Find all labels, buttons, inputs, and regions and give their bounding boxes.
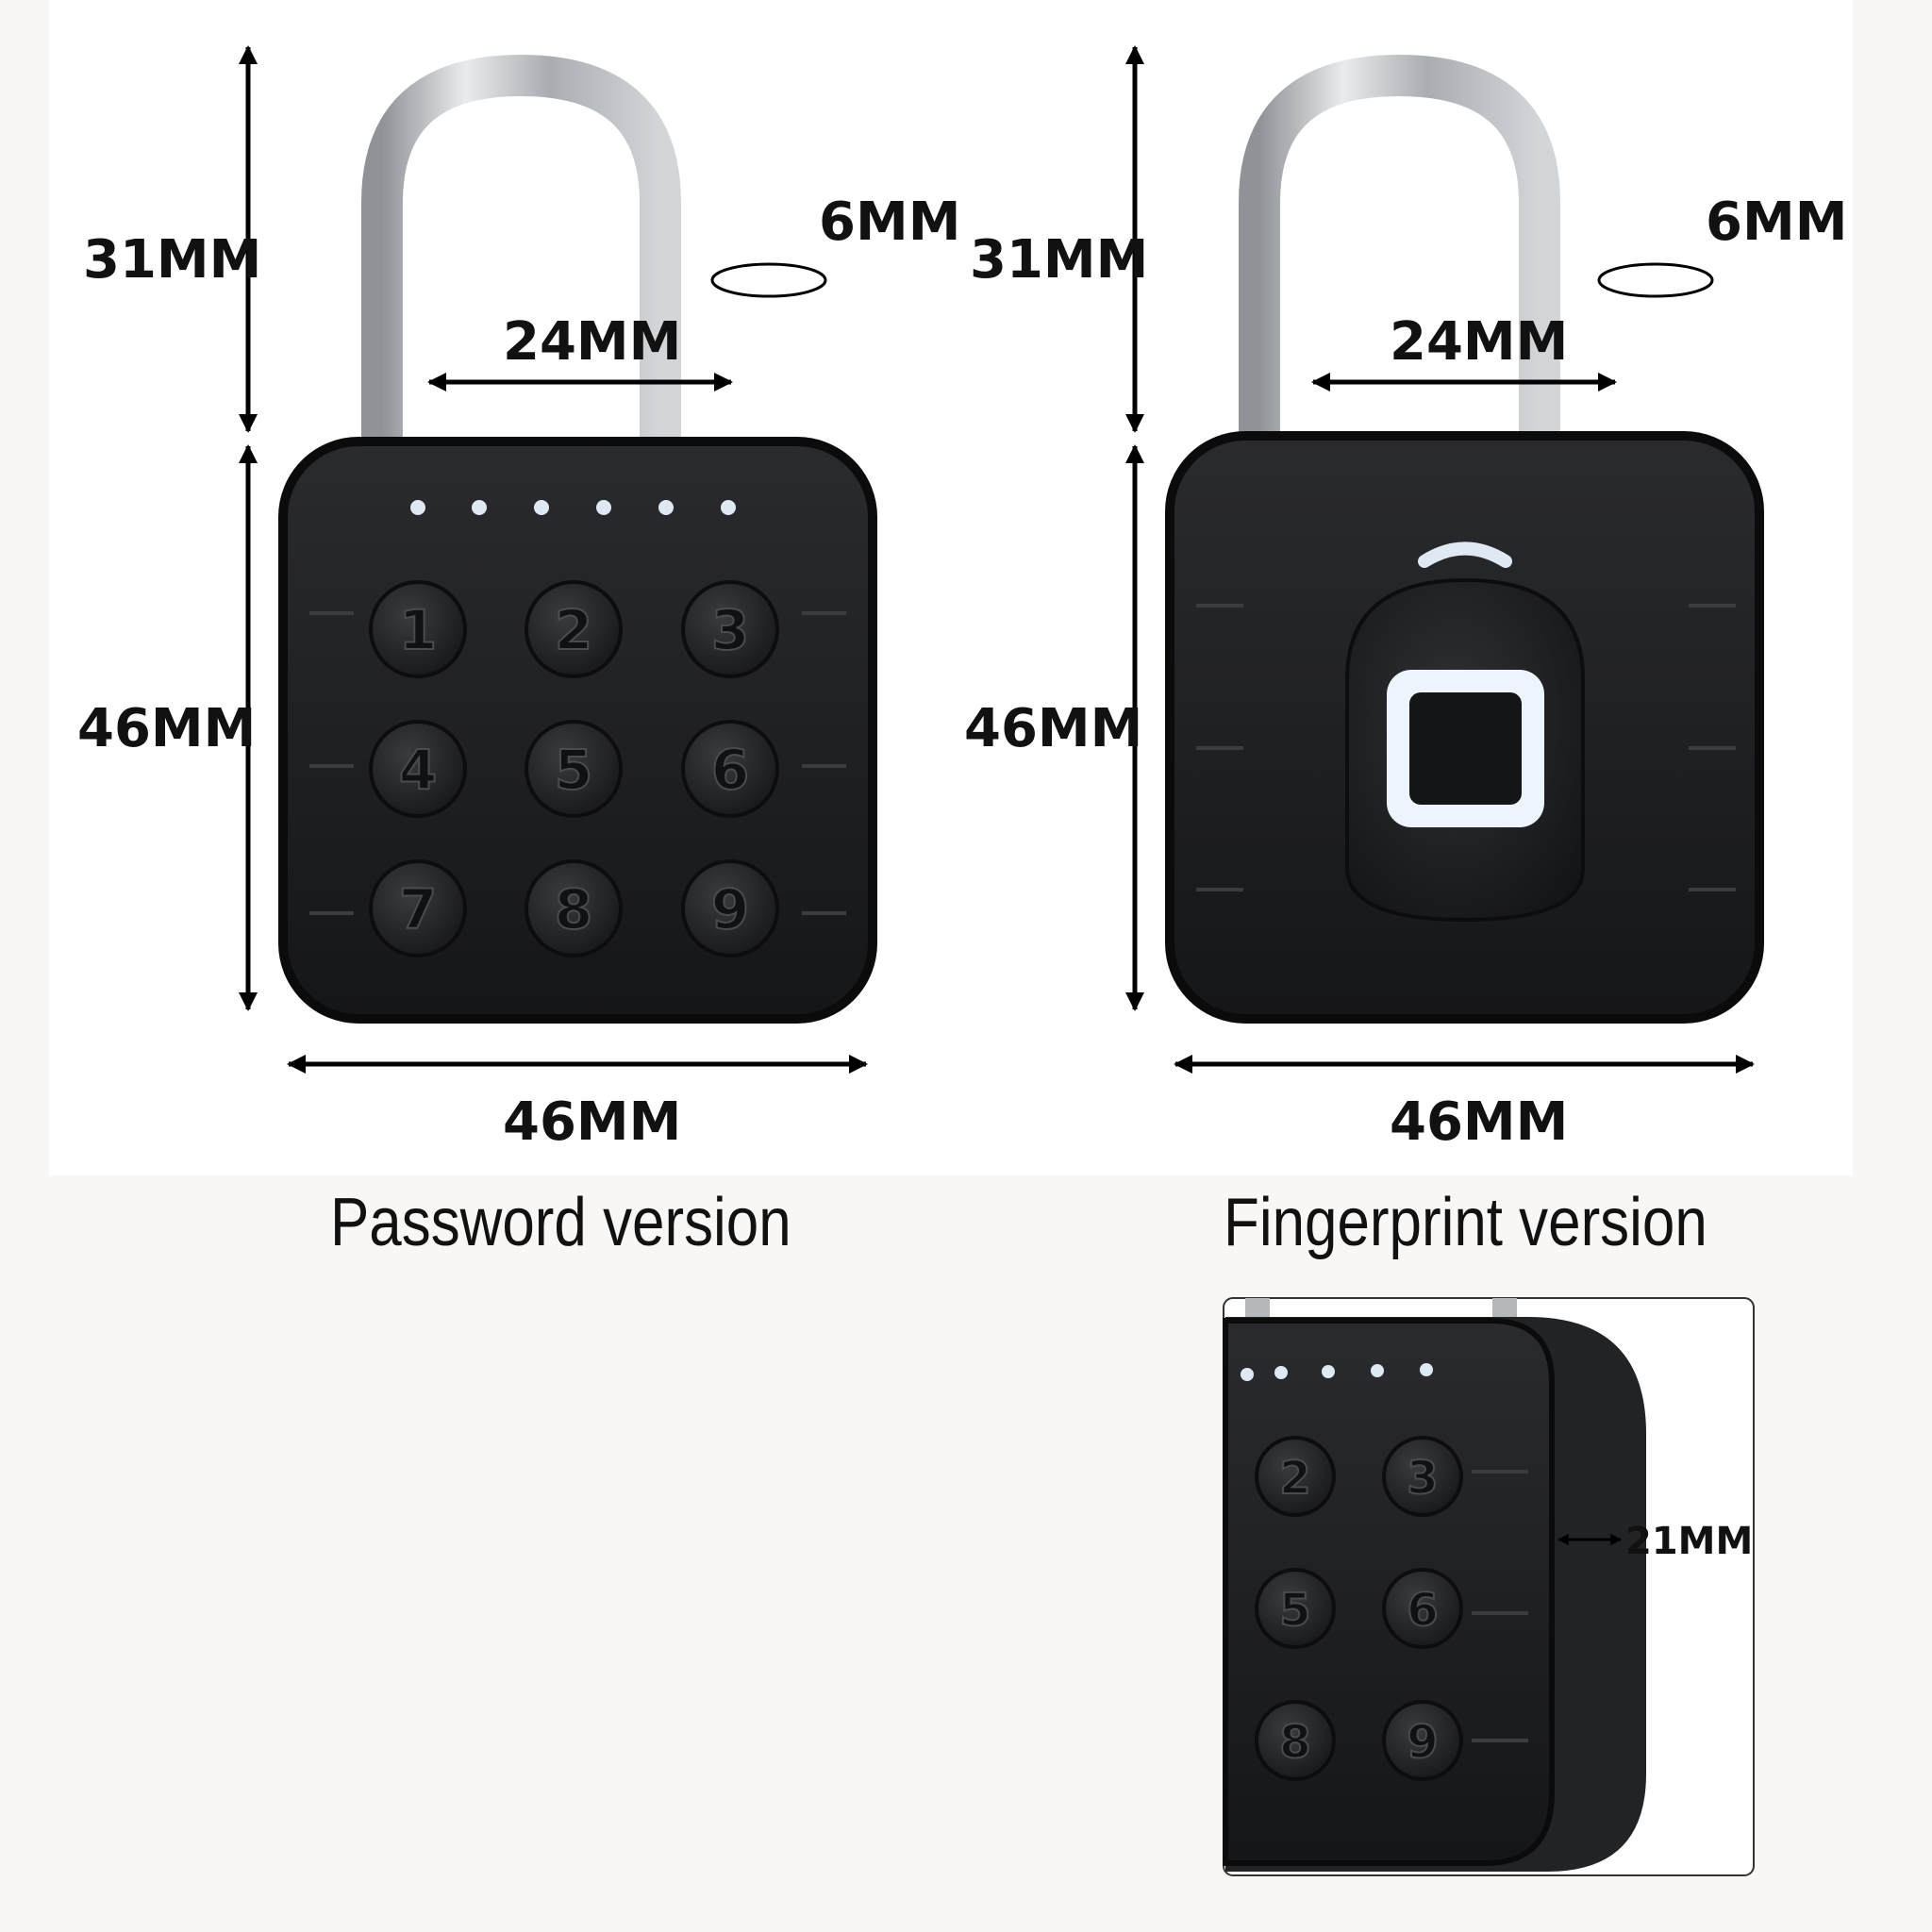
side-key-9: 9 <box>1407 1716 1438 1769</box>
fingerprint-shackle-width-label: 24MM <box>1390 311 1569 373</box>
fingerprint-shackle-height-label: 31MM <box>970 229 1149 291</box>
password-shackle-width-label: 24MM <box>503 311 682 373</box>
fingerprint-shackle <box>1239 54 1560 443</box>
fingerprint-version-caption: Fingerprint version <box>1224 1185 1707 1260</box>
key-4: 4 <box>399 738 437 802</box>
password-indicator-leds <box>410 500 736 515</box>
side-key-6: 6 <box>1407 1584 1438 1637</box>
fingerprint-padlock <box>1125 45 1764 1074</box>
password-padlock: 1 2 3 4 5 6 7 8 9 <box>239 45 877 1074</box>
password-version-caption: Password version <box>330 1185 791 1260</box>
password-dimension-arrows <box>239 45 868 1074</box>
shackle-diameter-marker <box>1597 262 1714 298</box>
side-key-3: 3 <box>1407 1452 1438 1505</box>
key-2: 2 <box>555 598 592 662</box>
shackle-diameter-marker <box>710 262 827 298</box>
fingerprint-indicator-led <box>1418 541 1512 568</box>
key-1: 1 <box>399 598 437 662</box>
key-6: 6 <box>711 738 749 802</box>
password-side-grooves <box>309 611 846 915</box>
password-shackle-diameter-label: 6MM <box>819 192 961 253</box>
fingerprint-dimension-arrows <box>1125 45 1755 1074</box>
key-8: 8 <box>555 877 592 941</box>
key-9: 9 <box>711 877 749 941</box>
password-shackle-height-label: 31MM <box>83 229 262 291</box>
side-key-2: 2 <box>1279 1452 1310 1505</box>
password-body-width-label: 46MM <box>503 1091 682 1153</box>
fingerprint-side-grooves <box>1196 604 1736 891</box>
fingerprint-shackle-diameter-label: 6MM <box>1706 192 1848 253</box>
side-view-inset: 2 3 5 6 8 9 <box>1223 1297 1755 1876</box>
password-shackle <box>361 54 681 443</box>
fingerprint-sensor <box>1409 692 1522 805</box>
fingerprint-body-width-label: 46MM <box>1390 1091 1569 1153</box>
key-5: 5 <box>555 738 592 802</box>
key-3: 3 <box>711 598 749 662</box>
password-keypad: 1 2 3 4 5 6 7 8 9 <box>369 580 779 958</box>
thickness-label: 21MM <box>1625 1520 1754 1563</box>
fingerprint-body-height-label: 46MM <box>964 698 1143 759</box>
key-7: 7 <box>399 877 437 941</box>
side-key-5: 5 <box>1279 1584 1310 1637</box>
side-key-8: 8 <box>1279 1716 1310 1769</box>
password-body-height-label: 46MM <box>77 698 257 759</box>
